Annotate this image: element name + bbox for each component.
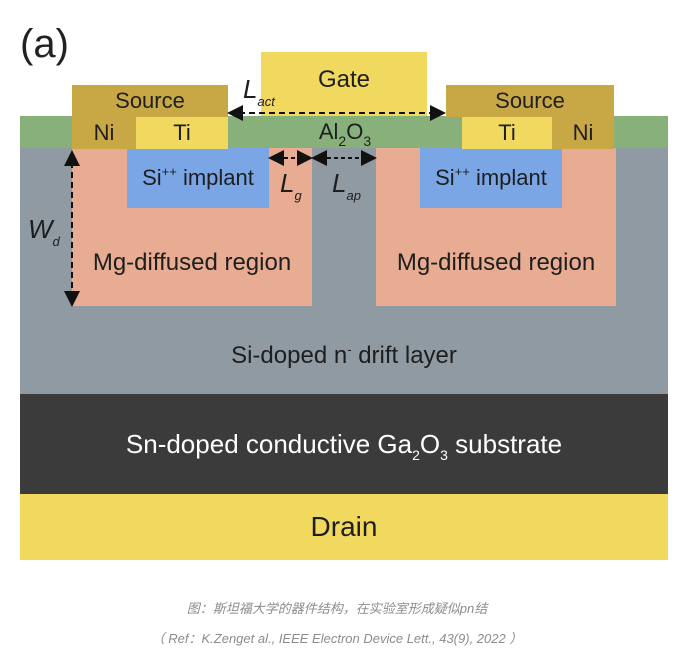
substrate-layer: Sn-doped conductive Ga2O3 substrate	[20, 394, 668, 494]
figure-caption: 图：斯坦福大学的器件结构，在实验室形成疑似pn结	[186, 601, 488, 616]
source-left-label: Source	[115, 88, 185, 113]
figure-reference: （ Ref：K.Zenget al., IEEE Electron Device…	[151, 631, 523, 646]
drift-layer-label: Si-doped n- drift layer	[231, 342, 457, 369]
si-implant-left: Si++ implant	[127, 148, 269, 208]
ti-left: Ti	[136, 117, 228, 149]
source-right-label: Source	[495, 88, 565, 113]
si-implant-right: Si++ implant	[420, 148, 562, 208]
ni-left: Ni	[72, 117, 136, 149]
drain-label: Drain	[310, 511, 378, 542]
mg-region-right-label: Mg-diffused region	[396, 249, 596, 276]
wd-label: Wd	[28, 214, 60, 249]
ti-right: Ti	[462, 117, 552, 149]
gate-label: Gate	[317, 66, 371, 93]
lg-label: Lg	[280, 168, 302, 203]
mg-region-left-label: Mg-diffused region	[92, 249, 292, 276]
ni-right: Ni	[552, 117, 614, 149]
source-right: Source	[446, 85, 614, 117]
substrate-label: Sn-doped conductive Ga2O3 substrate	[125, 428, 563, 463]
mg-diffused-region-left: Mg-diffused region	[72, 148, 312, 306]
si-implant-left-label: Si++ implant	[142, 164, 254, 190]
lact-label: Lact	[243, 74, 275, 109]
si-implant-right-label: Si++ implant	[435, 164, 547, 190]
drain-layer: Drain	[20, 494, 668, 560]
al2o3-label: Al2O3	[318, 119, 372, 149]
panel-label: (a)	[20, 22, 69, 66]
source-left: Source	[72, 85, 228, 117]
lap-label: Lap	[332, 168, 361, 203]
